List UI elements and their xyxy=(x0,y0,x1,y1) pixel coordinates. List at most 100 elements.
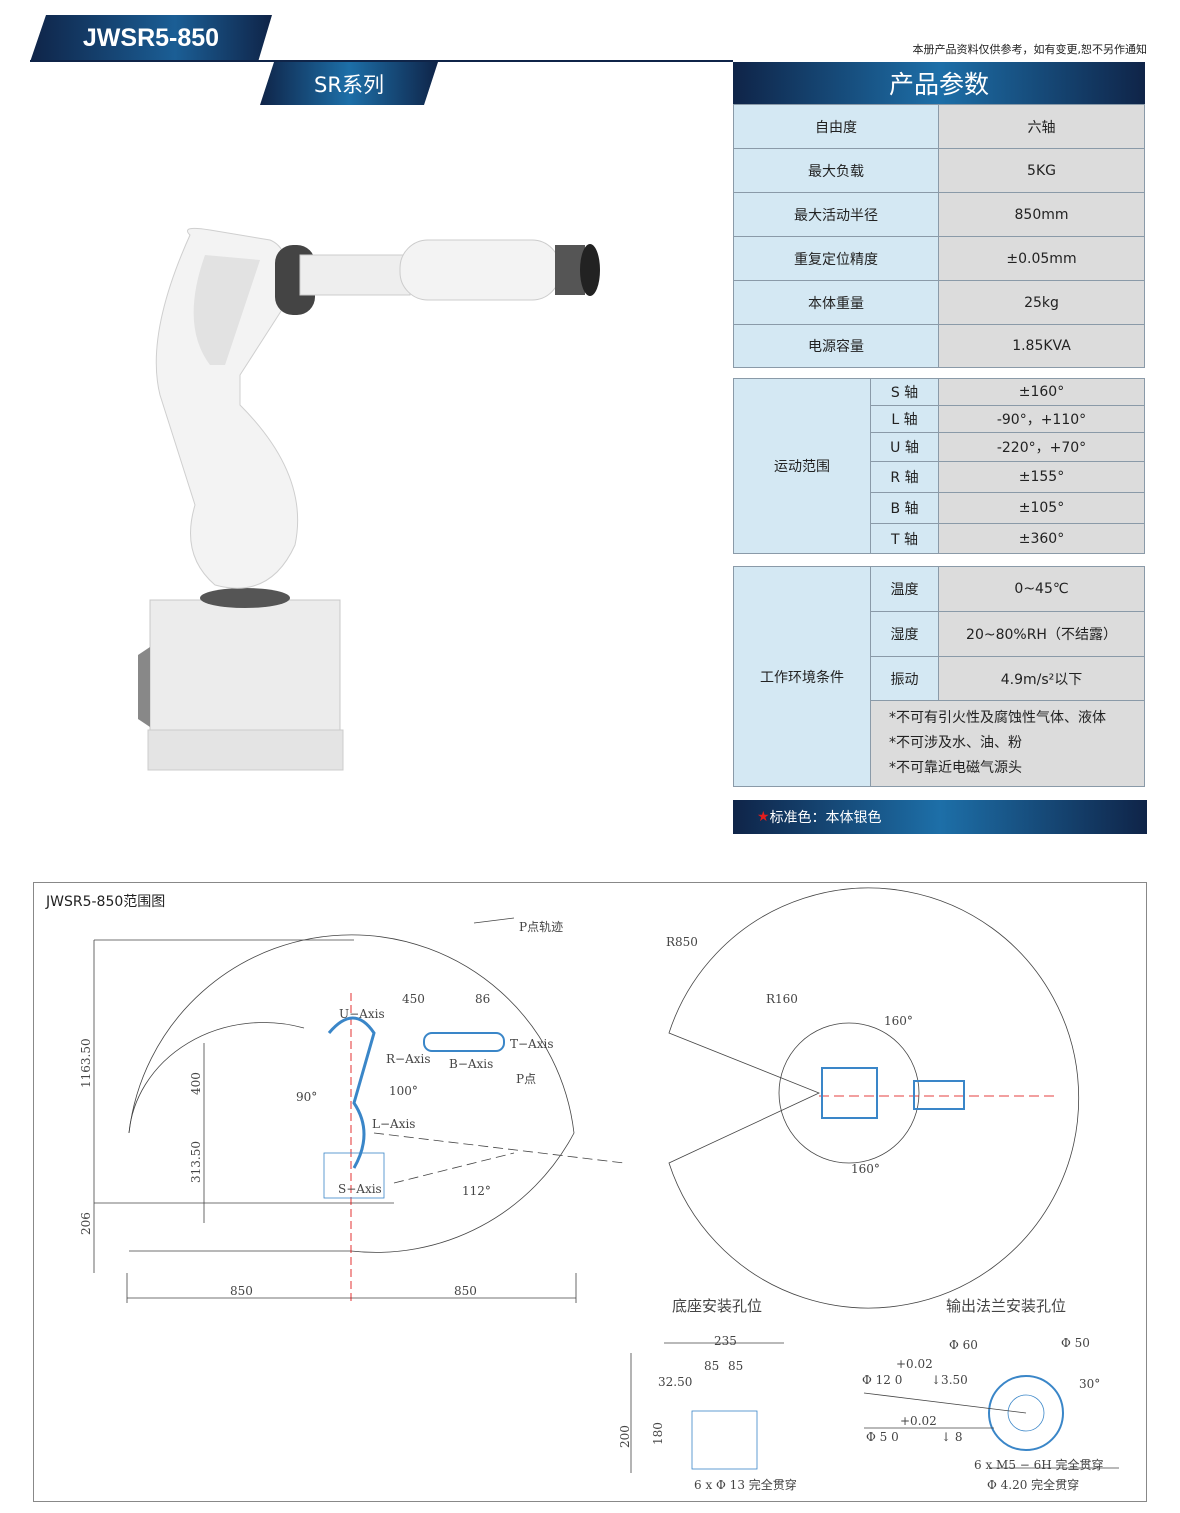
angle-90: 90° xyxy=(296,1090,317,1104)
dim-85-b: 85 xyxy=(728,1359,743,1373)
spec-row: 自由度六轴 xyxy=(733,104,1145,149)
axis-label: R 轴 xyxy=(870,461,939,493)
disclaimer-notice: 本册产品资料仅供参考，如有变更,恕不另作通知 xyxy=(912,43,1148,56)
range-diagram: JWSR5-850范围图 P点轨迹 450 86 U−Axis R−Axis B… xyxy=(33,882,1147,1502)
drill-spec: Φ 4.20 完全贯穿 xyxy=(987,1477,1079,1492)
axis-range: ±105° xyxy=(938,492,1145,524)
environment-label: 工作环境条件 xyxy=(733,566,871,787)
spec-value: 六轴 xyxy=(938,104,1145,149)
standard-color-bar: ★ 标准色：本体银色 xyxy=(733,800,1147,834)
spec-label: 自由度 xyxy=(733,104,939,149)
axis-label: L 轴 xyxy=(870,405,939,433)
angle-160-bottom: 160° xyxy=(851,1162,880,1176)
axis-label: S 轴 xyxy=(870,378,939,406)
dim-235: 235 xyxy=(714,1334,737,1348)
label-r160: R160 xyxy=(766,992,798,1006)
spec-value: 850mm xyxy=(938,192,1145,237)
axis-range: ±360° xyxy=(938,523,1145,554)
axis-range: ±160° xyxy=(938,378,1145,406)
dim-206: 206 xyxy=(79,1212,93,1235)
label-s-axis: S−Axis xyxy=(338,1182,382,1196)
dim-85-a: 85 xyxy=(704,1359,719,1373)
standard-color-text: 标准色：本体银色 xyxy=(769,810,882,826)
flange-holes-title: 输出法兰安装孔位 xyxy=(946,1297,1066,1315)
env-note: *不可靠近电磁气源头 xyxy=(889,760,1022,776)
dim-phi-5: Φ 5 0 xyxy=(866,1430,899,1444)
dim-313-50: 313.50 xyxy=(189,1141,203,1183)
axis-label: T 轴 xyxy=(870,523,939,554)
env-item-label: 湿度 xyxy=(870,611,939,657)
depth-8: ↓ 8 xyxy=(941,1430,963,1444)
dim-180: 180 xyxy=(651,1422,665,1445)
dim-850-left: 850 xyxy=(230,1284,253,1298)
angle-160-top: 160° xyxy=(884,1014,913,1028)
axis-label: B 轴 xyxy=(870,492,939,524)
base-holes-title: 底座安装孔位 xyxy=(672,1297,762,1315)
tolerance-2: +0.02 xyxy=(900,1414,937,1428)
angle-112: 112° xyxy=(462,1184,491,1198)
env-item-value: 4.9m/s²以下 xyxy=(938,656,1145,701)
dim-32-50: 32.50 xyxy=(658,1375,692,1389)
base-hole-spec: 6 x Φ 13 完全贯穿 xyxy=(694,1477,797,1492)
spec-label: 电源容量 xyxy=(733,324,939,368)
spec-label: 最大负载 xyxy=(733,148,939,193)
env-note: *不可涉及水、油、粉 xyxy=(889,735,1022,751)
label-u-axis: U−Axis xyxy=(339,1007,385,1021)
axis-range: -220°，+70° xyxy=(938,432,1145,462)
series-banner: SR系列 xyxy=(260,62,438,105)
model-banner: JWSR5-850 xyxy=(30,15,272,62)
spec-value: 25kg xyxy=(938,280,1145,325)
label-b-axis: B−Axis xyxy=(449,1057,493,1071)
diagram-drawing: P点轨迹 450 86 U−Axis R−Axis B−Axis T−Axis … xyxy=(79,887,1119,1492)
angle-30: 30° xyxy=(1079,1377,1100,1391)
spec-value: ±0.05mm xyxy=(938,236,1145,281)
label-l-axis: L−Axis xyxy=(372,1117,415,1131)
spec-label: 最大活动半径 xyxy=(733,192,939,237)
label-p-trajectory: P点轨迹 xyxy=(519,920,563,934)
env-note: *不可有引火性及腐蚀性气体、液体 xyxy=(889,710,1106,726)
label-p-point: P点 xyxy=(516,1072,536,1086)
spec-value: 5KG xyxy=(938,148,1145,193)
axis-label: U 轴 xyxy=(870,432,939,462)
dim-850-right: 850 xyxy=(454,1284,477,1298)
dim-450: 450 xyxy=(402,992,425,1006)
axis-range: ±155° xyxy=(938,461,1145,493)
specs-title: 产品参数 xyxy=(733,62,1145,104)
spec-value: 1.85KVA xyxy=(938,324,1145,368)
env-item-label: 振动 xyxy=(870,656,939,701)
spec-row: 重复定位精度±0.05mm xyxy=(733,236,1145,281)
depth-3-50: ↓3.50 xyxy=(931,1373,968,1387)
dim-400: 400 xyxy=(189,1072,203,1095)
label-r-axis: R−Axis xyxy=(386,1052,431,1066)
env-item-value: 20~80%RH（不结露） xyxy=(938,611,1145,657)
thread-spec: 6 x M5 − 6H 完全贯穿 xyxy=(974,1457,1104,1472)
dim-86: 86 xyxy=(475,992,490,1006)
dim-phi-50: Φ 50 xyxy=(1061,1336,1090,1350)
tolerance-1: +0.02 xyxy=(896,1357,933,1371)
angle-100: 100° xyxy=(389,1084,418,1098)
env-notes: *不可有引火性及腐蚀性气体、液体 *不可涉及水、油、粉 *不可靠近电磁气源头 xyxy=(870,700,1145,787)
axis-range: -90°，+110° xyxy=(938,405,1145,433)
dim-phi-60: Φ 60 xyxy=(949,1338,978,1352)
env-item-label: 温度 xyxy=(870,566,939,612)
star-icon: ★ xyxy=(757,809,770,825)
dim-1163-50: 1163.50 xyxy=(79,1038,93,1088)
dim-phi-12: Φ 12 0 xyxy=(862,1373,902,1387)
motion-range-label: 运动范围 xyxy=(733,378,871,554)
diagram-title: JWSR5-850范围图 xyxy=(46,894,166,910)
dim-200: 200 xyxy=(618,1425,632,1448)
label-t-axis: T−Axis xyxy=(510,1037,554,1051)
label-r850: R850 xyxy=(666,935,698,949)
env-item-value: 0~45℃ xyxy=(938,566,1145,612)
robot-image xyxy=(138,227,600,771)
spec-label: 本体重量 xyxy=(733,280,939,325)
header-divider xyxy=(30,60,733,62)
spec-label: 重复定位精度 xyxy=(733,236,939,281)
